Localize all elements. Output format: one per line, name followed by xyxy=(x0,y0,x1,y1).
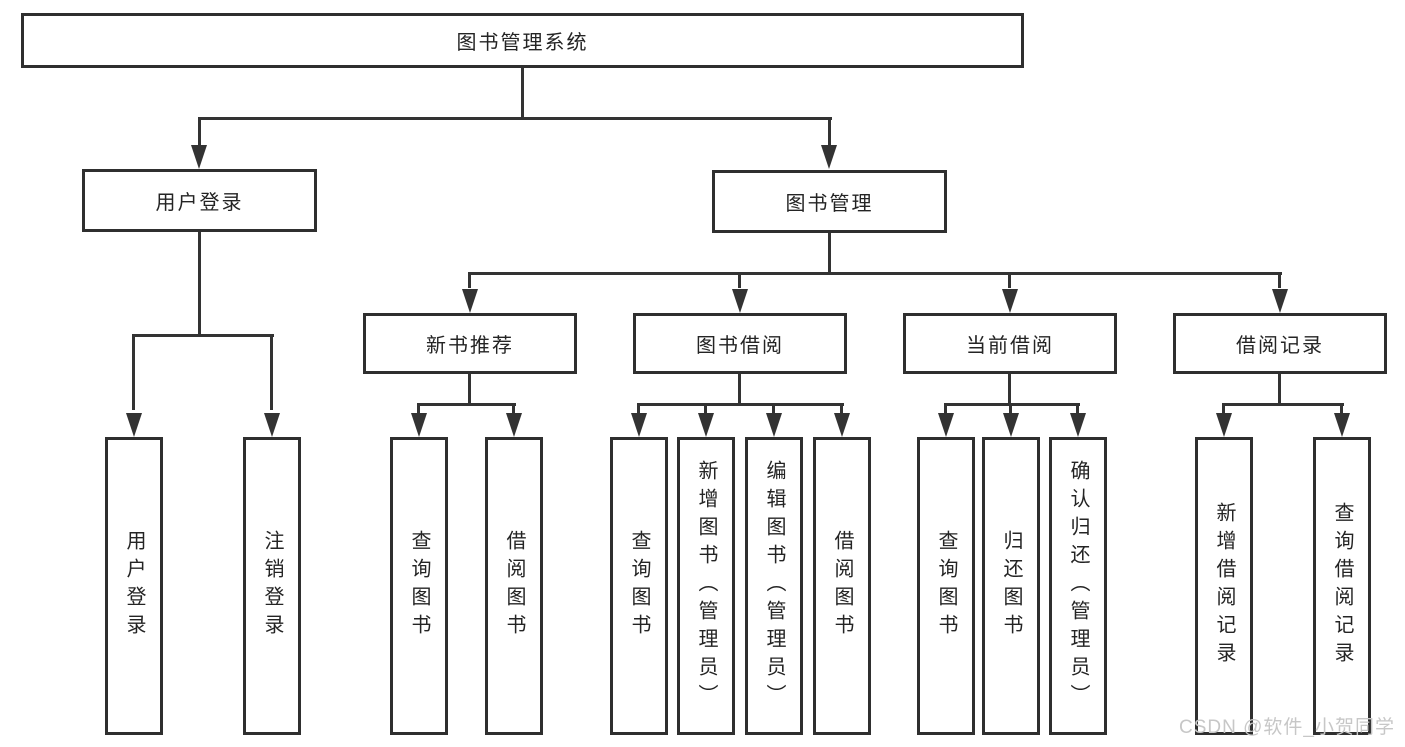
node-user-login: 用户登录 xyxy=(82,169,317,232)
connector-to-leaf-user-login xyxy=(132,336,135,410)
arrowhead-leaf-user-login xyxy=(126,413,142,437)
leaf-query-books-current: 查询图书 xyxy=(917,437,975,735)
arrowhead-leaf xyxy=(766,413,782,437)
node-book-management: 图书管理 xyxy=(712,170,947,233)
leaf-label: 查询图书 xyxy=(628,530,650,642)
leaf-borrow-books-recommend: 借阅图书 xyxy=(485,437,543,735)
node-current-borrow: 当前借阅 xyxy=(903,313,1117,374)
node-book-management-label: 图书管理 xyxy=(785,193,874,215)
leaf-edit-book-admin: 编辑图书（管理员） xyxy=(745,437,803,735)
connector-new-book-recommend-stem xyxy=(468,374,471,405)
leaf-label: 借阅图书 xyxy=(503,530,525,642)
arrowhead-leaf xyxy=(1003,413,1019,437)
arrowhead-book-borrow xyxy=(732,289,748,313)
node-new-book-recommend: 新书推荐 xyxy=(363,313,577,374)
arrowhead-leaf xyxy=(834,413,850,437)
leaf-return-books: 归还图书 xyxy=(982,437,1040,735)
connector-to-current-borrow xyxy=(1008,274,1011,288)
arrowhead-leaf-logout xyxy=(264,413,280,437)
arrowhead-current-borrow xyxy=(1002,289,1018,313)
leaf-label: 新增图书（管理员） xyxy=(695,460,717,712)
leaf-query-books-recommend: 查询图书 xyxy=(390,437,448,735)
leaf-label: 归还图书 xyxy=(1000,530,1022,642)
node-book-borrow: 图书借阅 xyxy=(633,313,847,374)
arrowhead-leaf xyxy=(1070,413,1086,437)
arrowhead-leaf xyxy=(1216,413,1232,437)
connector-stub xyxy=(417,405,420,415)
leaf-borrow-books-borrow: 借阅图书 xyxy=(813,437,871,735)
leaf-label: 查询图书 xyxy=(935,530,957,642)
leaf-query-books-borrow: 查询图书 xyxy=(610,437,668,735)
leaf-query-borrow-record: 查询借阅记录 xyxy=(1313,437,1371,735)
connector-stub xyxy=(1009,405,1012,415)
watermark: CSDN @软件_小贺同学 xyxy=(1179,717,1395,738)
arrowhead-leaf xyxy=(506,413,522,437)
leaf-logout-login: 注销登录 xyxy=(243,437,301,735)
connector-to-borrow-records xyxy=(1278,274,1281,288)
arrowhead-leaf xyxy=(411,413,427,437)
leaf-label: 借阅图书 xyxy=(831,530,853,642)
connector-borrow-records-stem xyxy=(1278,374,1281,405)
leaf-label: 用户登录 xyxy=(123,530,145,642)
connector-root-stem xyxy=(521,68,524,119)
node-new-book-recommend-label: 新书推荐 xyxy=(426,335,514,357)
connector-stub xyxy=(840,405,843,415)
connector-stub xyxy=(1222,405,1225,415)
connector-book-management-stem xyxy=(828,233,831,274)
connector-root-to-user-login xyxy=(198,119,201,149)
node-borrow-records: 借阅记录 xyxy=(1173,313,1387,374)
arrowhead-book-management xyxy=(821,145,837,169)
leaf-label: 确认归还（管理员） xyxy=(1067,460,1089,712)
arrowhead-leaf xyxy=(698,413,714,437)
connector-stub xyxy=(1340,405,1343,415)
connector-stub xyxy=(772,405,775,415)
arrowhead-leaf xyxy=(938,413,954,437)
leaf-user-login: 用户登录 xyxy=(105,437,163,735)
arrowhead-new-book-recommend xyxy=(462,289,478,313)
connector-user-login-stem xyxy=(198,232,201,336)
arrowhead-user-login xyxy=(191,145,207,169)
node-borrow-records-label: 借阅记录 xyxy=(1236,335,1324,357)
leaf-confirm-return-admin: 确认归还（管理员） xyxy=(1049,437,1107,735)
node-root: 图书管理系统 xyxy=(21,13,1024,68)
connector-stub xyxy=(944,405,947,415)
connector-to-new-book-recommend xyxy=(468,274,471,288)
connector-stub xyxy=(512,405,515,415)
node-current-borrow-label: 当前借阅 xyxy=(966,335,1054,357)
leaf-label: 注销登录 xyxy=(261,530,283,642)
connector-root-crossbar xyxy=(198,117,832,120)
connector-current-borrow-stem xyxy=(1008,374,1011,405)
connector-root-to-book-management xyxy=(828,119,831,149)
connector-to-leaf-logout xyxy=(270,336,273,410)
leaf-label: 查询图书 xyxy=(408,530,430,642)
connector-to-book-borrow xyxy=(738,274,741,288)
leaf-add-book-admin: 新增图书（管理员） xyxy=(677,437,735,735)
connector-stub xyxy=(637,405,640,415)
leaf-label: 新增借阅记录 xyxy=(1213,502,1235,670)
connector-borrow-records-crossbar xyxy=(1222,403,1344,406)
arrowhead-leaf xyxy=(631,413,647,437)
arrowhead-leaf xyxy=(1334,413,1350,437)
leaf-add-borrow-record: 新增借阅记录 xyxy=(1195,437,1253,735)
leaf-label: 查询借阅记录 xyxy=(1331,502,1353,670)
leaf-label: 编辑图书（管理员） xyxy=(763,460,785,712)
connector-book-borrow-stem xyxy=(738,374,741,405)
connector-current-borrow-crossbar xyxy=(944,403,1080,406)
node-root-label: 图书管理系统 xyxy=(456,32,589,54)
arrowhead-borrow-records xyxy=(1272,289,1288,313)
node-user-login-label: 用户登录 xyxy=(155,192,244,214)
connector-stub xyxy=(704,405,707,415)
node-book-borrow-label: 图书借阅 xyxy=(696,335,784,357)
connector-book-management-crossbar xyxy=(468,272,1282,275)
connector-new-book-recommend-crossbar xyxy=(417,403,516,406)
connector-book-borrow-crossbar xyxy=(637,403,844,406)
connector-stub xyxy=(1076,405,1079,415)
connector-user-login-crossbar xyxy=(132,334,274,337)
